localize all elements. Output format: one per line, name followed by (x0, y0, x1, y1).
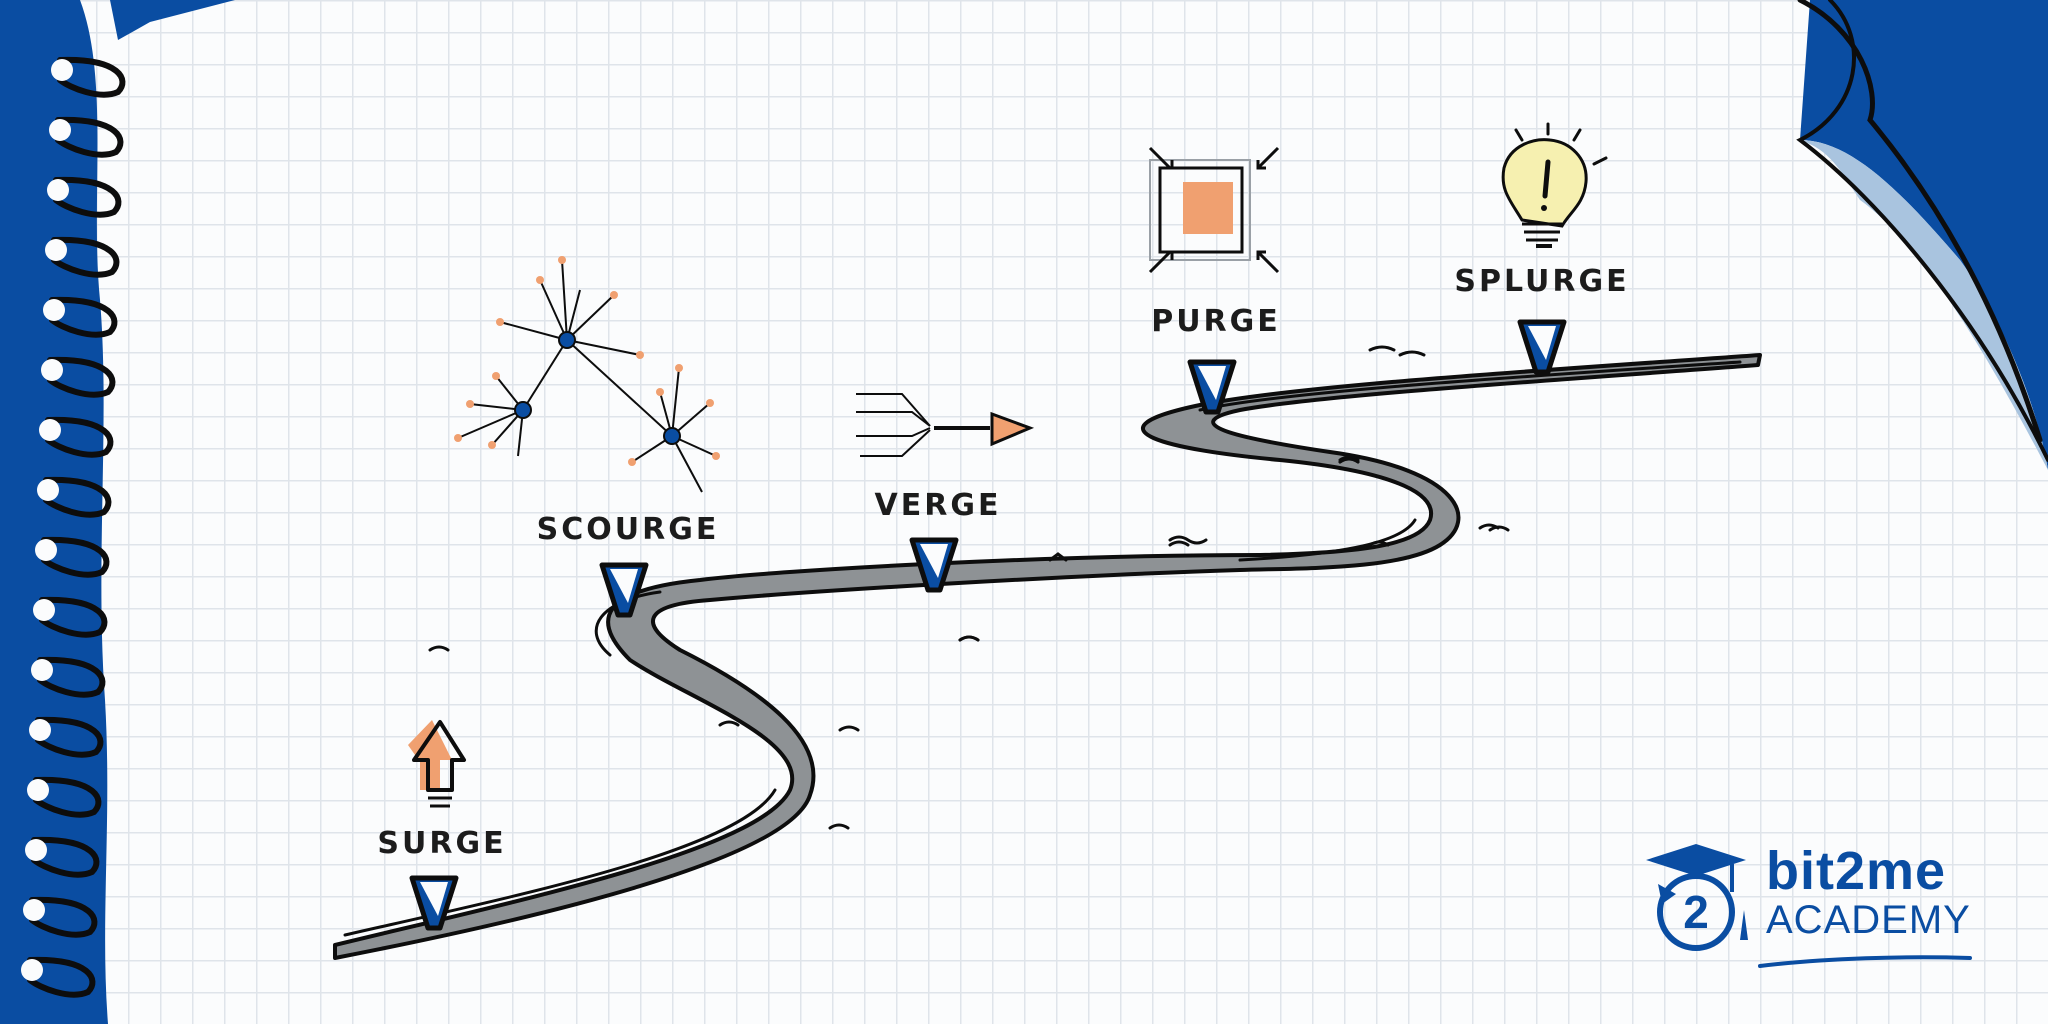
stage-label-purge: PURGE (1151, 304, 1281, 339)
stage-label-scourge: SCOURGE (536, 512, 720, 547)
scatter-marks (828, 457, 1500, 830)
pin-splurge (1517, 319, 1567, 375)
graduation-badge-icon: 2 (1646, 844, 1748, 951)
pin-scourge (599, 562, 649, 618)
stage-label-surge: SURGE (377, 826, 507, 861)
compress-square-icon (1148, 146, 1280, 274)
converge-arrow-icon (856, 393, 1035, 457)
notebook-spiral-binding (0, 0, 235, 1024)
page-curl-corner (1796, 0, 2048, 470)
pin-surge (409, 875, 459, 931)
badge-digit: 2 (1683, 886, 1709, 938)
winding-road (333, 345, 1762, 960)
arrow-up-icon (408, 720, 466, 808)
stage-pins (409, 319, 1567, 931)
bit2me-academy-logo: 2 bit2me ACADEMY (1636, 836, 1976, 976)
stage-label-verge: VERGE (874, 488, 1002, 523)
brand-name: bit2me (1766, 841, 1947, 901)
brand-underline (1758, 955, 1972, 968)
stage-label-splurge: SPLURGE (1454, 264, 1630, 299)
network-icon (454, 256, 720, 493)
pin-purge (1187, 359, 1237, 415)
pin-verge (909, 537, 959, 593)
lightbulb-icon (1501, 122, 1608, 248)
brand-subtitle: ACADEMY (1766, 898, 1971, 942)
